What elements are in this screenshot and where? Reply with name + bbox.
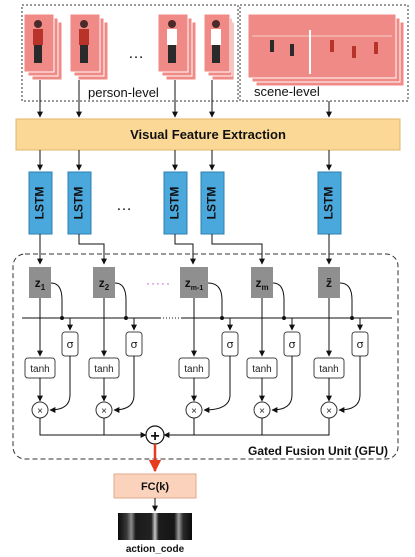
tanh-gate-2: tanh (88, 357, 120, 379)
svg-text:LSTM: LSTM (205, 187, 219, 220)
tanh-mul-arrows (37, 378, 332, 402)
z-node-2: z2 (93, 267, 115, 298)
lstm-2: LSTM (67, 171, 92, 235)
svg-text:z1: z1 (35, 276, 46, 292)
bus-sigma-arrows (67, 318, 363, 331)
person-frames-1 (23, 13, 63, 81)
mul-sum-links (39, 418, 330, 436)
svg-text:σ: σ (227, 338, 234, 351)
multiply-node-5: × (320, 401, 338, 419)
multiply-node-2: × (95, 401, 113, 419)
svg-text:σ: σ (357, 338, 364, 351)
person-ellipsis: … (128, 45, 144, 62)
input-arrows (37, 80, 332, 118)
z-node-tilde: z̃ (318, 267, 340, 298)
lstm-5: LSTM (317, 171, 342, 235)
svg-text:×: × (259, 406, 265, 417)
lstm-3: LSTM (163, 171, 188, 235)
z-ellipsis: ····· (146, 276, 171, 290)
scene-level-group (239, 4, 409, 102)
multiply-node-4: × (253, 401, 271, 419)
scene-level-label: scene-level (254, 84, 320, 99)
svg-text:×: × (37, 406, 43, 417)
svg-text:zm: zm (255, 276, 268, 292)
action-code-label: action_code (126, 544, 185, 555)
scene-frames (247, 13, 405, 87)
multiply-node-3: × (185, 401, 203, 419)
feature-extraction-label: Visual Feature Extraction (130, 127, 286, 142)
sigma-gate-3: σ (221, 331, 239, 357)
person-level-label: person-level (88, 85, 159, 100)
sigma-gate-1: σ (61, 331, 79, 357)
lstm-ellipsis: … (116, 197, 132, 214)
z-node-m-1: zm-1 (180, 267, 208, 298)
multiply-node-1: × (31, 401, 49, 419)
svg-text:tanh: tanh (184, 364, 203, 375)
svg-text:z2: z2 (99, 276, 110, 292)
tanh-gate-4: tanh (246, 357, 278, 379)
gfu-label: Gated Fusion Unit (GFU) (248, 444, 388, 458)
svg-text:zm-1: zm-1 (185, 276, 204, 292)
sigma-mul-links (49, 356, 361, 413)
lstm-1: LSTM (28, 171, 53, 235)
svg-text:×: × (191, 406, 197, 417)
bus-junctions (60, 316, 354, 320)
sigma-gate-5: σ (351, 331, 369, 357)
lstm-4: LSTM (200, 171, 225, 235)
z-bus-links (50, 282, 353, 318)
feature-extraction-box (15, 118, 401, 151)
sum-node: + (145, 425, 165, 445)
svg-text:+: + (150, 428, 159, 445)
svg-text:tanh: tanh (252, 364, 271, 375)
svg-text:×: × (326, 406, 332, 417)
svg-text:LSTM: LSTM (322, 187, 336, 220)
svg-text:tanh: tanh (319, 364, 338, 375)
z-node-m: zm (251, 267, 273, 298)
fc-box (113, 473, 197, 499)
person-frames-4 (203, 13, 235, 81)
svg-text:LSTM: LSTM (72, 187, 86, 220)
person-frames-2 (69, 13, 109, 81)
svg-text:σ: σ (289, 338, 296, 351)
fc-label: FC(k) (141, 481, 169, 493)
person-frames-3 (157, 13, 197, 81)
z-tanh-arrows (37, 298, 332, 357)
tanh-gate-3: tanh (178, 357, 210, 379)
lstm-z-connectors (37, 234, 332, 265)
action-code-strip (118, 513, 192, 540)
svg-text:σ: σ (131, 338, 138, 351)
z-node-1: z1 (29, 267, 51, 298)
sigma-gate-4: σ (283, 331, 301, 357)
svg-text:tanh: tanh (94, 364, 113, 375)
svg-text:σ: σ (67, 338, 74, 351)
tanh-gate-1: tanh (24, 357, 56, 379)
tanh-gate-5: tanh (313, 357, 345, 379)
sigma-gate-2: σ (125, 331, 143, 357)
svg-text:×: × (101, 406, 107, 417)
svg-text:z̃: z̃ (326, 276, 332, 290)
person-level-group (21, 4, 239, 102)
gfu-container (12, 253, 399, 460)
svg-text:LSTM: LSTM (33, 187, 47, 220)
svg-text:tanh: tanh (30, 364, 49, 375)
svg-text:LSTM: LSTM (168, 187, 182, 220)
feature-arrows (37, 150, 332, 171)
